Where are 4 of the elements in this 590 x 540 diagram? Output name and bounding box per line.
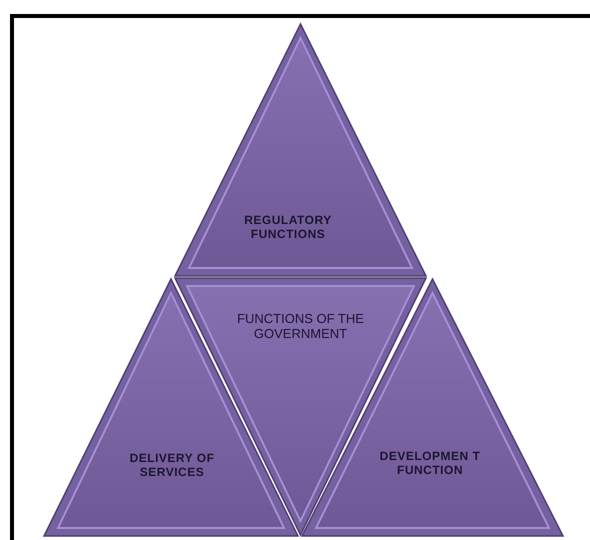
triangle-label: REGULATORY FUNCTIONS [243,214,333,242]
triangle-label: DEVELOPMEN T FUNCTION [378,450,482,478]
triangle-label: DELIVERY OF SERVICES [128,452,216,480]
triangle-label: FUNCTIONS OF THE GOVERNMENT [236,312,365,342]
